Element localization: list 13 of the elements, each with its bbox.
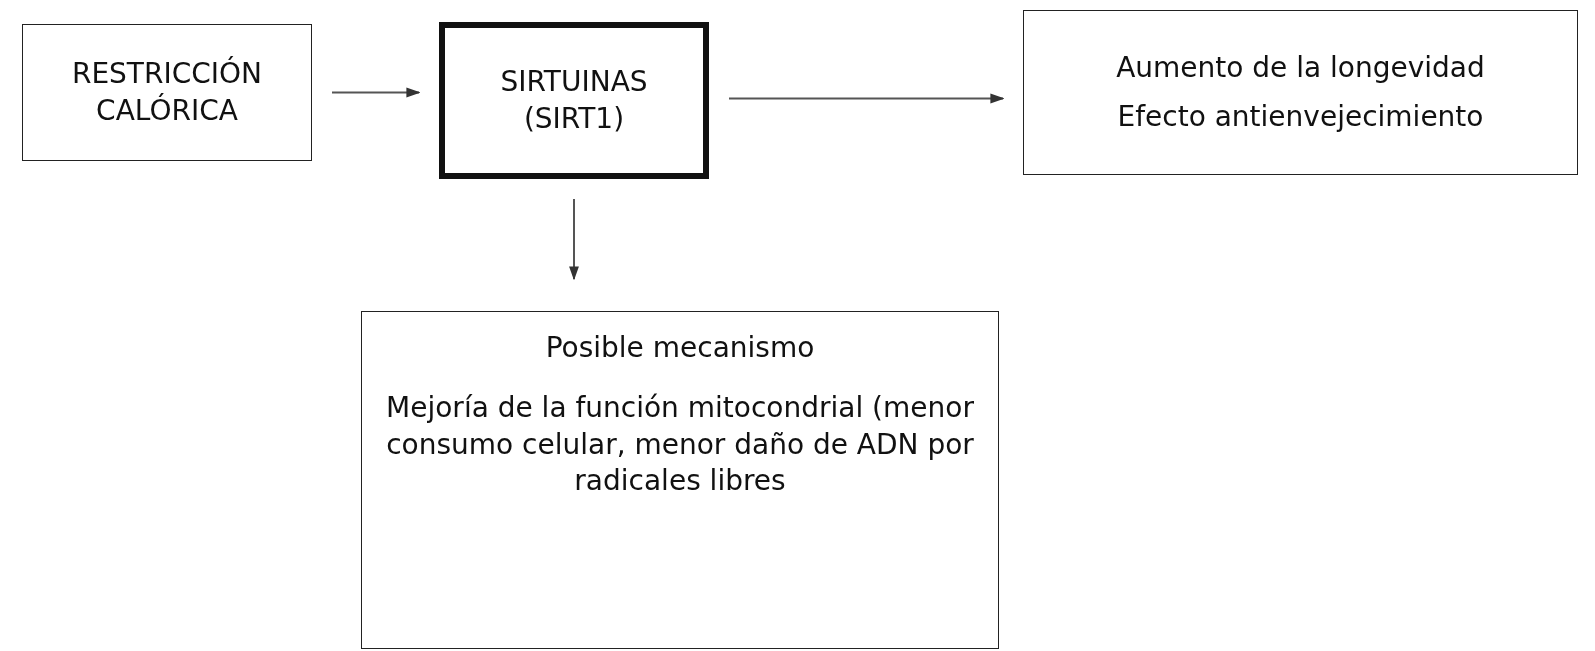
box-heading: Posible mecanismo [545,330,815,366]
box-text: Mejoría de la función mitocondrial (menor consumo celular, menor daño de ADN por radicales libres [385,390,975,500]
box-text: Aumento de la longevidad [1116,50,1485,87]
arrow [569,198,579,281]
process-box [361,311,999,649]
box-text: Efecto antienvejecimiento [1117,98,1484,135]
process-box [22,24,312,161]
process-box [1023,10,1578,175]
process-box [439,22,709,179]
arrow [331,87,421,98]
arrow [728,93,1005,104]
box-text: RESTRICCIÓN CALÓRICA [70,56,264,129]
box-text: SIRTUINAS (SIRT1) [499,64,649,137]
